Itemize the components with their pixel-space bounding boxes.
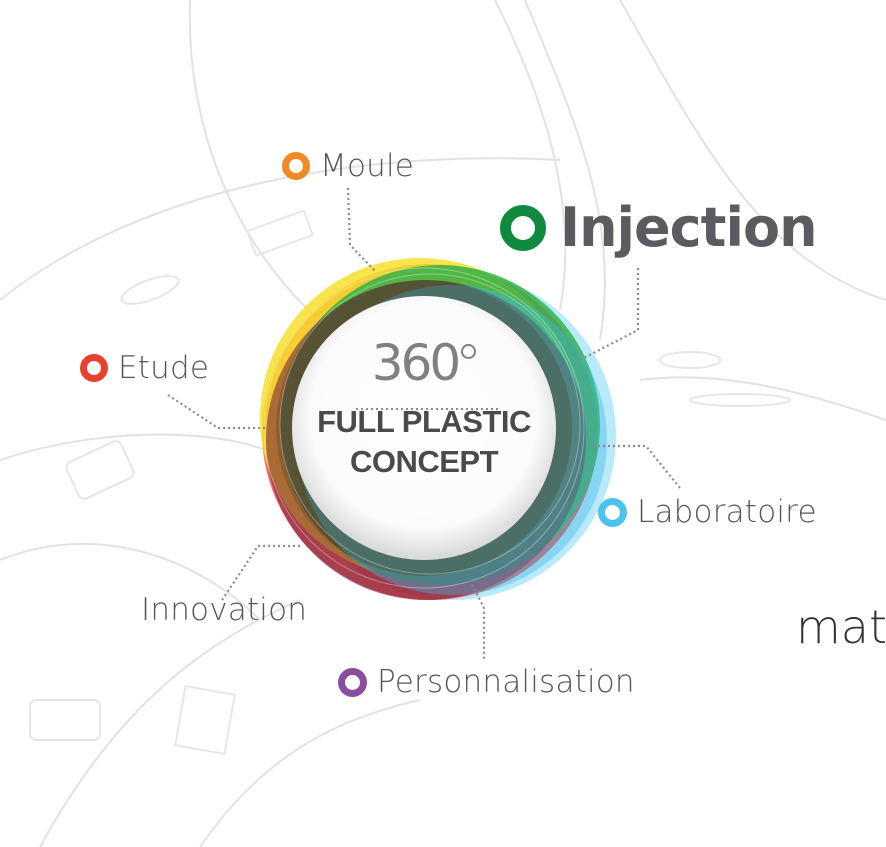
node-laboratoire-label: Laboratoire: [637, 494, 817, 530]
green-ring-icon: [500, 204, 546, 251]
blue-ring-icon: [598, 497, 627, 527]
red-ring-icon: [80, 354, 108, 382]
concept-title-line2: CONCEPT: [349, 444, 499, 479]
connector-etude: [167, 394, 268, 430]
orange-ring-icon: [282, 152, 310, 180]
badge-360: 360: [296, 330, 552, 396]
node-etude-label: Etude: [118, 350, 210, 386]
degree-icon: [461, 344, 477, 359]
concept-title: FULL PLASTIC CONCEPT: [296, 402, 552, 482]
purple-ring-icon: [338, 667, 367, 697]
connector-personnalisation: [469, 579, 486, 660]
node-innovation[interactable]: Innovation: [141, 592, 307, 628]
connector-innovation: [221, 544, 300, 601]
connector-lines: [167, 187, 681, 660]
badge-number: 360: [371, 334, 461, 392]
concept-title-line1: FULL PLASTIC: [317, 404, 531, 439]
node-personnalisation[interactable]: Personnalisation: [338, 664, 635, 700]
node-personnalisation-label: Personnalisation: [377, 664, 635, 700]
node-laboratoire[interactable]: Laboratoire: [598, 494, 817, 530]
center-ring: [260, 258, 616, 600]
node-injection[interactable]: Injection: [500, 196, 818, 259]
node-moule-label: Moule: [320, 148, 415, 184]
decorative-parts: [29, 209, 791, 756]
center-label: 360 FULL PLASTIC CONCEPT: [296, 330, 552, 482]
connector-moule: [346, 187, 377, 273]
node-moule[interactable]: Moule: [282, 148, 414, 184]
node-innovation-label: Innovation: [141, 592, 308, 628]
node-injection-label: Injection: [560, 196, 818, 259]
connector-injection: [579, 268, 640, 361]
cut-off-text: mat: [796, 600, 886, 654]
node-etude[interactable]: Etude: [80, 350, 209, 386]
